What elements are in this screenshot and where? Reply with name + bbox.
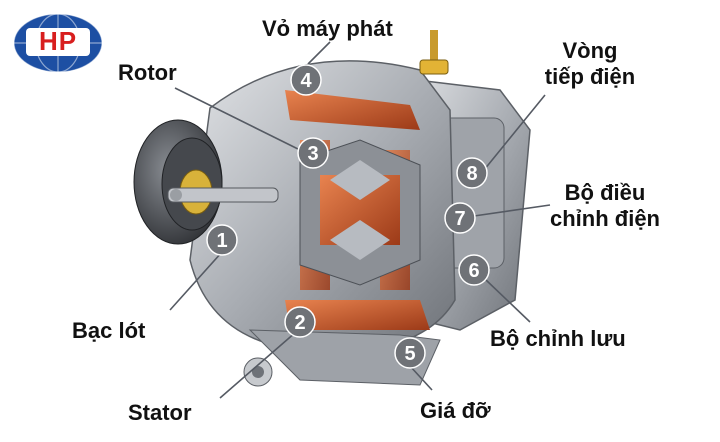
svg-text:1: 1 bbox=[216, 230, 227, 252]
label-gia-do: Giá đỡ bbox=[420, 398, 491, 423]
label-stator: Stator bbox=[128, 400, 192, 425]
leader-2 bbox=[219, 331, 297, 399]
label-vong-tiep-dien-line-2: tiếp điện bbox=[544, 64, 636, 89]
svg-text:2: 2 bbox=[294, 312, 305, 334]
badge-2: 2 bbox=[284, 306, 316, 338]
rotor-core bbox=[299, 139, 421, 286]
leader-4 bbox=[307, 41, 331, 65]
terminal-post bbox=[419, 30, 449, 75]
label-rotor: Rotor bbox=[118, 60, 177, 85]
svg-text:8: 8 bbox=[466, 163, 477, 185]
label-vo-may-phat: Vỏ máy phát bbox=[262, 16, 393, 41]
badge-6: 6 bbox=[458, 254, 490, 286]
label-vong-tiep-dien: Vòng tiếp điện bbox=[525, 38, 655, 90]
svg-text:6: 6 bbox=[468, 260, 479, 282]
svg-text:4: 4 bbox=[300, 70, 312, 92]
label-bo-dieu-chinh-dien-line-2: chỉnh điện bbox=[550, 206, 660, 231]
leader-5 bbox=[409, 365, 433, 391]
leader-3 bbox=[174, 87, 301, 151]
svg-text:3: 3 bbox=[307, 143, 318, 165]
svg-text:7: 7 bbox=[454, 208, 465, 230]
badge-4: 4 bbox=[290, 64, 322, 96]
hp-logo: HP bbox=[12, 12, 104, 74]
badge-3: 3 bbox=[297, 137, 329, 169]
globe-icon bbox=[13, 13, 103, 73]
label-bo-dieu-chinh-dien: Bộ điều chỉnh điện bbox=[540, 180, 670, 232]
leader-7 bbox=[473, 204, 551, 217]
leader-1 bbox=[169, 251, 223, 311]
label-bac-lot: Bạc lót bbox=[72, 318, 146, 343]
svg-text:5: 5 bbox=[404, 343, 415, 365]
label-vong-tiep-dien-line-1: Vòng bbox=[562, 38, 618, 63]
leader-8 bbox=[483, 94, 546, 171]
logo-text: HP bbox=[38, 26, 78, 56]
label-bo-chinh-luu: Bộ chỉnh lưu bbox=[490, 326, 626, 351]
label-bo-dieu-chinh-dien-line-1: Bộ điều bbox=[564, 180, 646, 205]
pulley bbox=[133, 119, 279, 245]
leader-lines bbox=[169, 41, 551, 399]
badge-1: 1 bbox=[206, 224, 238, 256]
badge-8: 8 bbox=[456, 157, 488, 189]
badge-5: 5 bbox=[394, 337, 426, 369]
leader-6 bbox=[485, 279, 531, 323]
badge-7: 7 bbox=[444, 202, 476, 234]
